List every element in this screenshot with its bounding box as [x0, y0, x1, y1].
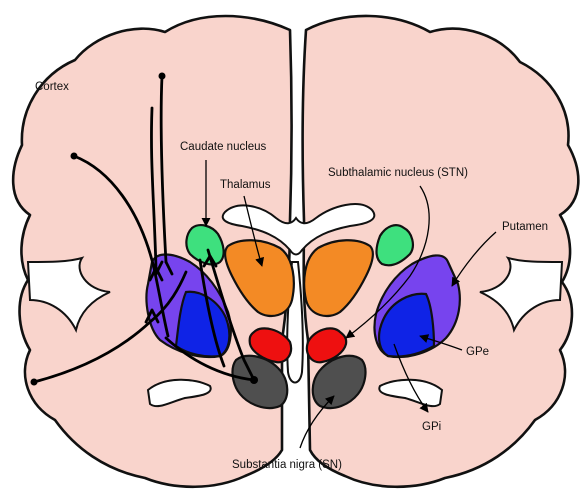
- label-stn: Subthalamic nucleus (STN): [328, 167, 468, 179]
- label-caudate-nucleus: Caudate nucleus: [180, 141, 267, 153]
- label-putamen: Putamen: [502, 221, 548, 233]
- label-substantia-nigra: Substantia nigra (SN): [232, 459, 342, 471]
- label-gpe: GPe: [466, 346, 489, 358]
- label-cortex: Cortex: [35, 81, 69, 93]
- label-thalamus: Thalamus: [220, 179, 271, 191]
- label-gpi: GPi: [422, 421, 441, 433]
